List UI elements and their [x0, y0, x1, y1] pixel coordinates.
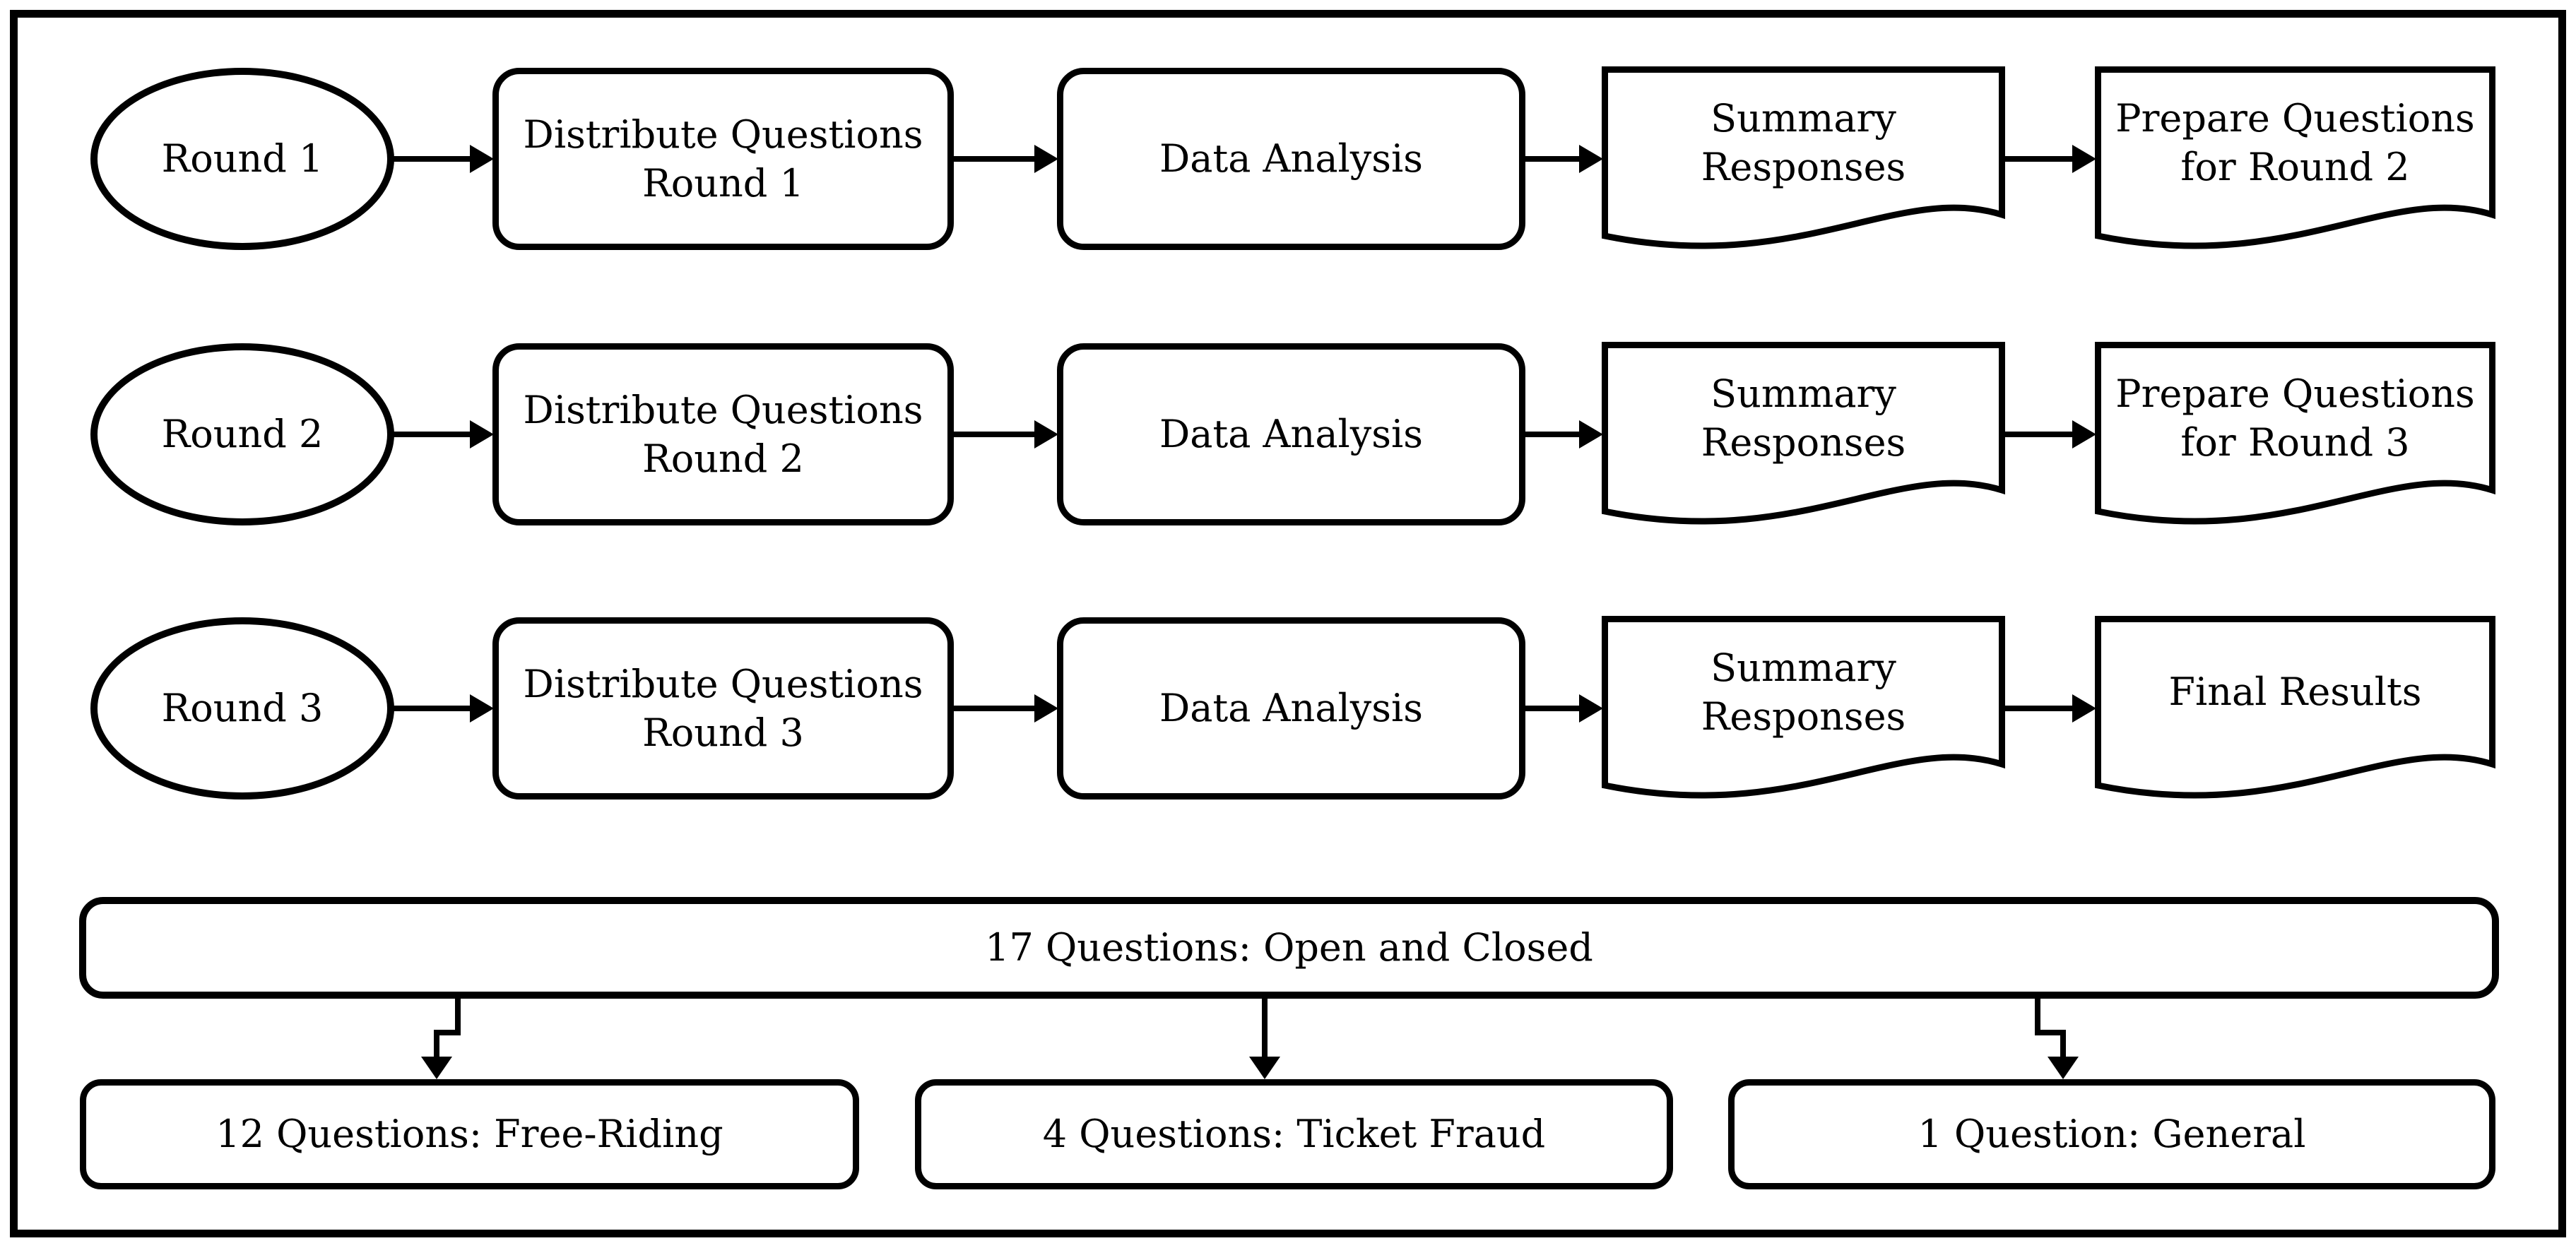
- arrow-shaft: [1262, 996, 1268, 1058]
- arrow-shaft: [391, 706, 471, 711]
- node-prepare-questions-round-3: Prepare Questions for Round 3: [2095, 342, 2495, 534]
- arrow-shaft: [2035, 996, 2040, 1035]
- arrowhead-down-icon: [1249, 1057, 1280, 1079]
- node-summary-responses-row3: Summary Responses: [1602, 616, 2005, 808]
- arrowhead-down-icon: [421, 1057, 452, 1079]
- arrowhead-right-icon: [470, 145, 494, 173]
- node-1-question-general-label: 1 Question: General: [1918, 1112, 2306, 1157]
- node-prepare-questions-round-2-label: Prepare Questions for Round 2: [2115, 95, 2475, 189]
- node-17-questions-summary-label: 17 Questions: Open and Closed: [985, 925, 1593, 970]
- node-12-questions-free-riding-label: 12 Questions: Free-Riding: [215, 1112, 723, 1157]
- node-prepare-questions-round-3-label: Prepare Questions for Round 3: [2115, 371, 2475, 465]
- node-data-analysis-row1-label: Data Analysis: [1159, 136, 1423, 182]
- node-summary-responses-row2: Summary Responses: [1602, 342, 2005, 534]
- node-data-analysis-row3-label: Data Analysis: [1159, 686, 1423, 731]
- node-distribute-questions-round-3: Distribute Questions Round 3: [492, 617, 954, 800]
- node-round-2: Round 2: [90, 343, 394, 525]
- arrowhead-right-icon: [2072, 145, 2096, 173]
- node-distribute-questions-round-2: Distribute Questions Round 2: [492, 343, 954, 525]
- node-distribute-questions-round-2-label: Distribute Questions Round 2: [523, 387, 923, 481]
- document-shape: [1602, 342, 2005, 525]
- document-shape: [2095, 616, 2495, 799]
- arrow-shaft: [2004, 156, 2074, 162]
- node-data-analysis-row3: Data Analysis: [1057, 617, 1525, 800]
- arrow-shaft: [952, 432, 1036, 437]
- node-final-results-label: Final Results: [2168, 670, 2422, 715]
- figure-border: [10, 10, 2566, 1237]
- arrow-shaft: [1524, 706, 1581, 711]
- arrow-shaft: [2004, 706, 2074, 711]
- document-shape: [1602, 616, 2005, 799]
- node-round-1-label: Round 1: [161, 136, 324, 182]
- node-12-questions-free-riding: 12 Questions: Free-Riding: [80, 1079, 859, 1189]
- arrow-shaft: [391, 432, 471, 437]
- arrow-shaft: [434, 1030, 439, 1058]
- node-summary-responses-row2-label: Summary Responses: [1701, 371, 1906, 465]
- arrow-shaft: [2060, 1030, 2066, 1058]
- node-distribute-questions-round-1-label: Distribute Questions Round 1: [523, 112, 923, 206]
- node-prepare-questions-round-2: Prepare Questions for Round 2: [2095, 66, 2495, 258]
- arrow-shaft: [2004, 432, 2074, 437]
- node-round-2-label: Round 2: [161, 412, 324, 457]
- arrowhead-right-icon: [2072, 420, 2096, 448]
- arrowhead-right-icon: [1034, 145, 1058, 173]
- arrow-shaft: [434, 1030, 461, 1035]
- node-round-3-label: Round 3: [161, 686, 324, 731]
- arrowhead-right-icon: [1034, 694, 1058, 723]
- arrow-shaft: [952, 156, 1036, 162]
- node-4-questions-ticket-fraud-label: 4 Questions: Ticket Fraud: [1042, 1112, 1546, 1157]
- node-round-3: Round 3: [90, 617, 394, 800]
- node-distribute-questions-round-1: Distribute Questions Round 1: [492, 68, 954, 250]
- arrow-shaft: [455, 996, 461, 1035]
- arrowhead-down-icon: [2048, 1057, 2079, 1079]
- arrowhead-right-icon: [1579, 145, 1603, 173]
- node-round-1: Round 1: [90, 68, 394, 250]
- node-final-results: Final Results: [2095, 616, 2495, 808]
- arrow-shaft: [2035, 1030, 2066, 1035]
- arrow-shaft: [391, 156, 471, 162]
- node-summary-responses-row1-label: Summary Responses: [1701, 95, 1906, 189]
- node-data-analysis-row2-label: Data Analysis: [1159, 412, 1423, 457]
- arrow-shaft: [1524, 156, 1581, 162]
- arrow-shaft: [952, 706, 1036, 711]
- node-4-questions-ticket-fraud: 4 Questions: Ticket Fraud: [915, 1079, 1673, 1189]
- document-shape: [2095, 342, 2495, 525]
- arrowhead-right-icon: [1034, 420, 1058, 448]
- node-17-questions-summary: 17 Questions: Open and Closed: [79, 897, 2499, 999]
- arrowhead-right-icon: [1579, 420, 1603, 448]
- arrowhead-right-icon: [1579, 694, 1603, 723]
- node-summary-responses-row1: Summary Responses: [1602, 66, 2005, 258]
- node-data-analysis-row1: Data Analysis: [1057, 68, 1525, 250]
- arrowhead-right-icon: [470, 694, 494, 723]
- arrow-shaft: [1524, 432, 1581, 437]
- document-shape: [1602, 66, 2005, 249]
- document-shape: [2095, 66, 2495, 249]
- node-1-question-general: 1 Question: General: [1728, 1079, 2495, 1189]
- arrowhead-right-icon: [470, 420, 494, 448]
- node-distribute-questions-round-3-label: Distribute Questions Round 3: [523, 661, 923, 755]
- node-summary-responses-row3-label: Summary Responses: [1701, 645, 1906, 739]
- arrowhead-right-icon: [2072, 694, 2096, 723]
- node-data-analysis-row2: Data Analysis: [1057, 343, 1525, 525]
